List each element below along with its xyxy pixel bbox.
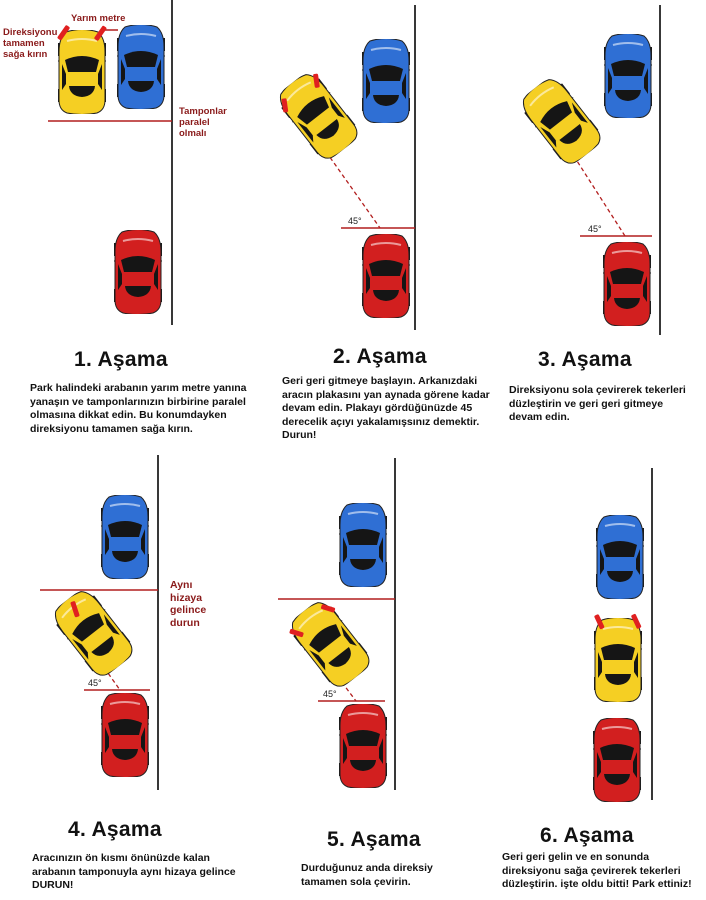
angle-label: 45° — [588, 224, 602, 234]
yellow-car — [57, 25, 107, 114]
step-title: 6. Aşama — [540, 824, 634, 847]
blue-car — [596, 515, 644, 599]
yellow-car — [594, 613, 642, 702]
step-description: Direksiyonu sola çevirerek tekerleri düz… — [509, 384, 686, 423]
steering-annotation: Direksiyonu tamamen sağa kırın — [3, 27, 58, 60]
red-car — [101, 693, 149, 777]
red-car — [362, 234, 410, 318]
yellow-car — [48, 585, 138, 681]
step-title: 5. Aşama — [327, 828, 421, 851]
alignment-annotation: Aynı hizaya gelince durun — [170, 579, 207, 629]
blue-car — [117, 25, 165, 109]
blue-car — [604, 34, 652, 118]
angle-path-dashed — [569, 149, 626, 237]
step-description: Geri geri gelin ve en sonunda direksiyon… — [502, 851, 692, 890]
step-description: Durduğunuz anda direksiy tamamen sola çe… — [301, 862, 433, 888]
step-description: Park halindeki arabanın yarım metre yanı… — [30, 382, 247, 435]
red-car — [114, 230, 162, 314]
step-title: 2. Aşama — [333, 345, 427, 368]
step-title: 4. Aşama — [68, 818, 162, 841]
yellow-car — [273, 68, 363, 164]
step-description: Geri geri gitmeye başlayın. Arkanızdaki … — [282, 375, 490, 441]
blue-car — [101, 495, 149, 579]
step-title: 3. Aşama — [538, 348, 632, 371]
red-car — [603, 242, 651, 326]
half-meter-annotation: Yarım metre — [71, 13, 126, 24]
angle-path-dashed — [321, 145, 381, 229]
blue-car — [362, 39, 410, 123]
angle-label: 45° — [348, 216, 362, 226]
angle-label: 45° — [323, 689, 337, 699]
yellow-car — [285, 596, 375, 692]
angle-label: 45° — [88, 678, 102, 688]
red-car — [339, 704, 387, 788]
step-title: 1. Aşama — [74, 348, 168, 371]
yellow-car — [516, 73, 606, 169]
blue-car — [339, 503, 387, 587]
red-car — [593, 718, 641, 802]
bumpers-annotation: Tamponlar paralel olmalı — [179, 106, 227, 139]
step-description: Aracınızın ön kısmı önünüzde kalan araba… — [32, 852, 236, 891]
